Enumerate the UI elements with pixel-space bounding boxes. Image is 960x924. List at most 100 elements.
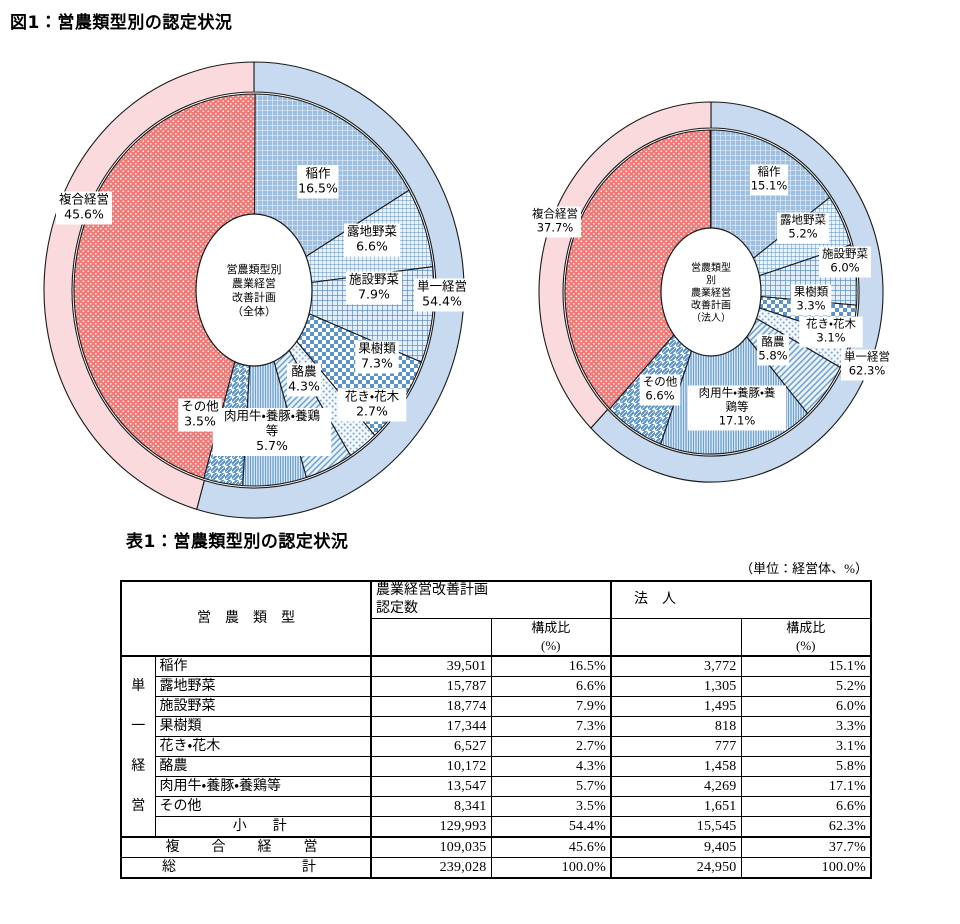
callout-box: [790, 284, 832, 316]
group-label-single: 一: [120, 716, 156, 737]
callout-text: 酪農: [291, 364, 316, 379]
callout-box: [355, 340, 399, 374]
header-total-count: 農業経営改善計画 認定数: [370, 580, 612, 619]
row-total-count: 18,774: [370, 696, 492, 717]
callout-box: [344, 223, 400, 257]
data-table: 営 農 類 型 農業経営改善計画 認定数 法 人 構成比 (%) 構成比 (%)…: [120, 580, 872, 879]
callout-box: [346, 271, 402, 305]
table-unit-note: （単位：経営体、%）: [740, 561, 868, 576]
row-corp-count: 1,458: [610, 756, 742, 777]
callout-text: 45.6%: [64, 207, 104, 222]
outer-slice-composite: [538, 101, 712, 429]
row-category-label: 露地野菜: [154, 676, 372, 697]
row-corp-share: 5.2%: [740, 676, 872, 697]
row-corp-share: 15.1%: [740, 655, 872, 677]
outer-slice-composite: [43, 61, 255, 511]
row-category-label: 施設野菜: [154, 696, 372, 717]
row-total-count: 13,547: [370, 776, 492, 797]
group-label-single: [120, 696, 156, 717]
inner-slice: [73, 93, 256, 479]
callout-box: [841, 349, 893, 381]
callout-box: [414, 278, 470, 312]
row-category-label: 花き・花木: [154, 736, 372, 757]
callout-text: 花き・花木: [345, 389, 400, 404]
callout-box: [799, 316, 863, 348]
composite-label: 複 合 経 営: [120, 836, 372, 858]
table-head: 営 農 類 型 農業経営改善計画 認定数 法 人 構成比 (%) 構成比 (%): [120, 580, 872, 657]
callout-text: 2.7%: [356, 404, 388, 419]
group-label-single: 単: [120, 676, 156, 697]
callout-text: 54.4%: [422, 294, 462, 309]
row-total-count: 17,344: [370, 716, 492, 737]
callout-box: [757, 334, 789, 366]
callout-text: 7.9%: [358, 287, 390, 302]
outer-slice-single: [590, 101, 884, 483]
row-corp-share: 3.3%: [740, 716, 872, 737]
row-corp-count: 818: [610, 716, 742, 737]
header-corporate: 法 人: [610, 580, 872, 619]
center-hole: [195, 213, 313, 367]
callout-text: 6.6%: [356, 239, 388, 254]
row-total-share: 3.5%: [490, 796, 612, 817]
callout-box: [749, 164, 789, 196]
center-label-line: （全体）: [232, 304, 276, 318]
outer-slice-single: [196, 61, 465, 519]
callout-text: 6.6%: [645, 389, 674, 403]
callout-text: 15.1%: [751, 179, 788, 193]
row-corp-count: 4,269: [610, 776, 742, 797]
header-corp-share: 構成比 (%): [740, 618, 872, 657]
callout-text: 4.3%: [288, 379, 320, 394]
callout-text: 稲作: [305, 166, 331, 181]
row-corp-share: 3.1%: [740, 736, 872, 757]
header-total-spacer: [370, 618, 491, 656]
row-total-count: 39,501: [370, 655, 492, 677]
row-corp-count: 3,772: [610, 655, 742, 677]
callout-box: [688, 385, 786, 431]
row-corp-share: 17.1%: [740, 776, 872, 797]
callout-box: [529, 206, 581, 238]
callout-text: 7.3%: [361, 356, 393, 371]
table-header-row-1: 営 農 類 型 農業経営改善計画 認定数 法 人: [120, 580, 872, 657]
callout-text: 施設野菜: [822, 247, 868, 261]
row-corp-share: 5.8%: [740, 756, 872, 777]
row-corp-share: 6.6%: [740, 796, 872, 817]
composite-corp-share: 37.7%: [740, 836, 872, 858]
callout-text: 露地野菜: [780, 213, 826, 227]
callout-text: 露地野菜: [347, 224, 398, 239]
grand-total-corp-count: 24,950: [610, 857, 742, 879]
callout-text: 肉用牛・養豚・養: [699, 386, 776, 400]
slice-callout: 花き・花木3.1%: [799, 316, 863, 348]
group-label-single: [120, 736, 156, 757]
row-category-label: 酪農: [154, 756, 372, 777]
grand-total-total-share: 100.0%: [490, 857, 612, 879]
row-category-label: 稲作: [154, 655, 372, 677]
pie-chart-corporate-svg: 営農類型別農業経営改善計画（法人）複合経営37.7%稲作15.1%露地野菜5.2…: [529, 101, 893, 483]
callout-text: 17.1%: [719, 414, 756, 428]
header-corp-spacer: [610, 618, 741, 656]
callout-text: 酪農: [762, 335, 785, 349]
callout-text: 鶏等: [726, 400, 749, 414]
grand-total-label: 総 計: [120, 857, 372, 879]
row-corp-share: 6.0%: [740, 696, 872, 717]
center-label-line: （法人）: [691, 312, 731, 324]
row-category-label: 肉用牛・養豚・養鶏等: [154, 776, 372, 797]
grand-total-corp-share: 100.0%: [740, 857, 872, 879]
